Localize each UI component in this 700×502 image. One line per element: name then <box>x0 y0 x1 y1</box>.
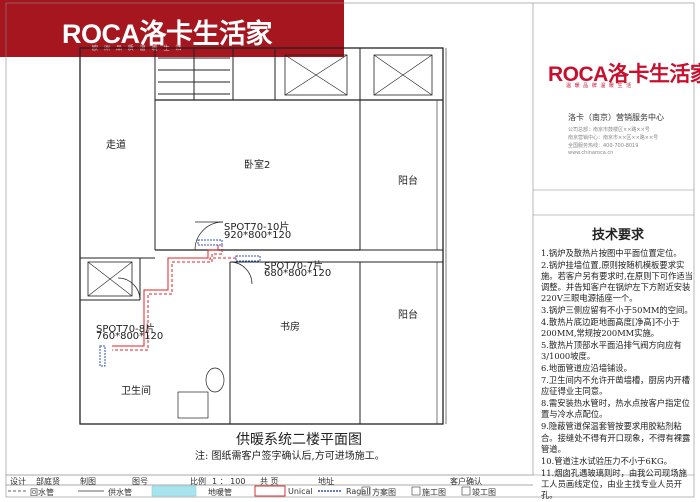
title-block-cell: 地址 <box>318 477 334 486</box>
radiator-size: 760*800*120 <box>96 331 164 342</box>
requirement-item: 4.散热片底边距地面高度[净高]不小于200MM,常规按200MM实施。 <box>541 317 680 339</box>
service-line: 公司总部：南京市鼓楼区××路××号 <box>568 127 650 133</box>
legend-unical: Unical <box>288 487 313 496</box>
title-block-cell: 图号 <box>132 477 148 486</box>
requirement-item: 3.锅炉三侧应留有不小于50MM的空间。 <box>541 305 693 316</box>
room-label-corridor: 走道 <box>106 140 126 151</box>
room-label-bathroom: 卫生间 <box>121 386 151 397</box>
title-block-cell: 1 ： 100 <box>212 477 246 486</box>
legend-as-built-drawing: 竣工图 <box>472 488 496 497</box>
legend-construction-drawing: 施工图 <box>422 488 446 497</box>
requirements-title: 技术要求 <box>592 228 645 243</box>
legend-return-pipe: 回水管 <box>30 488 54 497</box>
radiator-corridor <box>235 255 261 262</box>
service-line: 南京营销中心：南京市××区××路××号 <box>568 135 659 141</box>
requirement-item: 2.锅炉挂墙位置,原则按随机模板要求实施。若客户另有要求时,在原则下可作适当调整… <box>541 260 693 304</box>
requirement-item: 6.地面管道应沿墙铺设。 <box>541 363 632 374</box>
plan-note: 注: 图纸需客户签字确认后,方可进场施工。 <box>195 451 385 462</box>
brand-logo: ROCA洛卡生活家 <box>548 63 700 86</box>
radiator-bathroom <box>99 345 106 367</box>
brand-slogan: 温 暖 品 牌 温 暖 生 活 <box>566 83 633 89</box>
title-block-cell: 设计 <box>10 477 26 486</box>
title-block-cell: 部庭贤 <box>36 477 60 486</box>
service-line: www.chinaroca.cn <box>568 150 614 156</box>
radiator-size: 920*800*120 <box>224 230 292 241</box>
requirement-item: 5.散热片顶部水平面沿排气阀方向应有3/1000坡度。 <box>541 340 682 362</box>
legend-supply-pipe: 供水管 <box>108 488 132 497</box>
legend-scheme-drawing: 方案图 <box>372 488 396 497</box>
service-line: 全国服务热线：400-700-8019 <box>568 143 639 149</box>
room-label-balcony: 阳台 <box>398 176 418 187</box>
requirement-item: 11.烟囱孔遇玻璃则时，由我公司现场施工人员画线定位，由业主找专业人员开孔。 <box>541 467 687 500</box>
requirements-list: 1.锅炉及散热片按图中平面位置定位。 2.锅炉挂墙位置,原则按随机模板要求实施。… <box>541 248 695 502</box>
radiator-marks <box>99 239 261 367</box>
radiator-model: SPOT70-7片 <box>264 261 324 272</box>
requirement-item: 7.卫生间内不允许开凿墙槽，厨房内开槽应征得业主同意。 <box>541 375 690 397</box>
title-block-cell: 客户确认 <box>450 477 482 486</box>
banner-logo: ROCA洛卡生活家 <box>62 19 273 49</box>
radiator-size: 680*800*120 <box>264 268 332 279</box>
radiator-model: SPOT70-8片 <box>96 324 156 335</box>
requirement-item: 8.需安装热水管时，热水点按客户指定位置与冷水点配位。 <box>541 398 690 420</box>
requirement-item: 10.管道注水试验压力不小于6KG。 <box>541 455 672 466</box>
legend-floor-heating: 地暖管 <box>208 488 232 497</box>
requirement-item: 9.隐蔽管道保温套管按要求用胶粘剂粘合。接缝处不得有开口现象，不得有裸露管道。 <box>541 421 691 454</box>
radiator-model: SPOT70-10片 <box>224 222 290 233</box>
service-center-name: 洛卡（南京）营销服务中心 <box>568 113 664 122</box>
title-block-cell: 共 页 <box>260 477 279 486</box>
title-block-cell: 制图 <box>80 477 96 486</box>
room-label-bedroom2: 卧室2 <box>244 160 271 171</box>
requirement-item: 1.锅炉及散热片按图中平面位置定位。 <box>541 248 682 258</box>
legend-ragall: Ragall <box>346 487 371 496</box>
radiator-bedroom2 <box>197 239 223 246</box>
title-block-cell: 比例 <box>190 477 206 486</box>
room-label-study: 书房 <box>280 322 300 333</box>
plan-title: 供暖系统二楼平面图 <box>236 432 362 448</box>
room-label-balcony: 阳台 <box>398 310 418 321</box>
